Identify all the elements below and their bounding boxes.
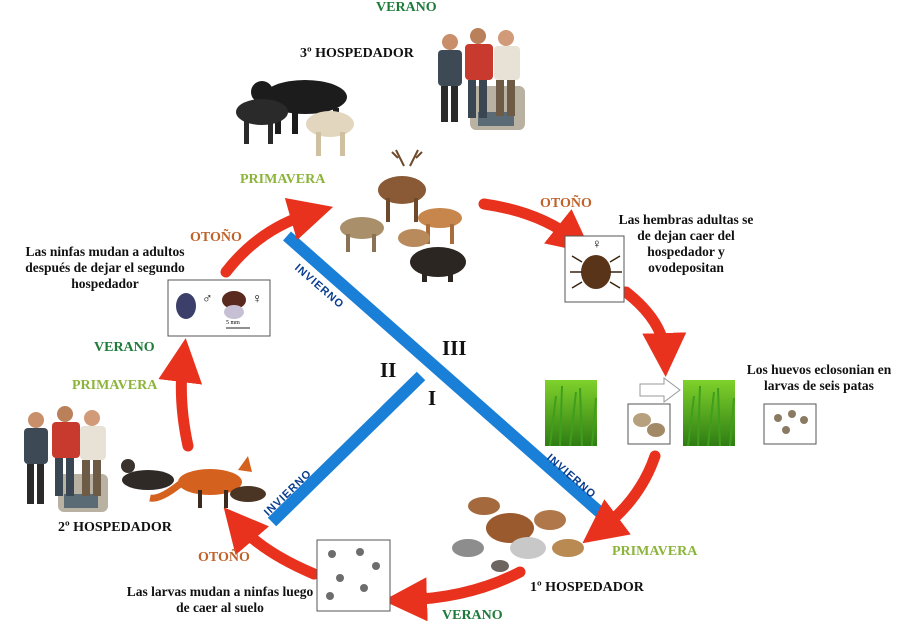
cross-bar-main	[283, 231, 608, 521]
arrow-left-up	[158, 338, 203, 452]
stage-numeral-i: I	[428, 386, 437, 410]
season-verano-top: VERANO	[376, 0, 437, 15]
season-verano-bottom: VERANO	[442, 608, 503, 623]
season-primavera-top: PRIMAVERA	[240, 172, 326, 187]
cross-bar-short	[267, 371, 426, 527]
arrow-bottom-left	[223, 507, 320, 580]
wild-animals-deer-boar	[340, 149, 466, 282]
note-nymphs-molt: Las ninfas mudan a adultos después de de…	[25, 244, 185, 291]
host-label-second: 2º HOSPEDADOR	[58, 520, 172, 535]
nymph-adults-frame	[167, 279, 271, 337]
note-larvae-molt: Las larvas mudan a ninfas luego de caer …	[126, 584, 314, 615]
male-symbol: ♂	[202, 292, 213, 307]
season-otono-top-left: OTOÑO	[190, 230, 242, 245]
arrow-otono-top-right	[478, 198, 593, 254]
note-females-drop: Las hembras adultas se de dejan caer del…	[618, 212, 754, 275]
female-tick-frame	[564, 235, 625, 303]
livestock-bull-sheep	[236, 80, 354, 156]
arrow-right-down	[620, 286, 687, 377]
arrow-right-lower	[582, 450, 661, 544]
hatch-arrow-outline	[639, 377, 681, 403]
note-eggs-hatch: Los huevos eclosonian en larvas de seis …	[746, 362, 892, 393]
female-symbol-adult: ♀	[592, 236, 602, 251]
people-group-left	[24, 406, 108, 512]
season-verano-left: VERANO	[94, 340, 155, 355]
season-primavera-right: PRIMAVERA	[612, 544, 698, 559]
people-group-top	[438, 28, 525, 130]
host-label-first: 1º HOSPEDADOR	[530, 580, 644, 595]
small-mammals-fox-ferret	[121, 456, 266, 508]
arrow-otono-top-left	[220, 197, 334, 278]
season-primavera-left: PRIMAVERA	[72, 378, 158, 393]
rodents-first-host	[452, 497, 584, 572]
stage-numeral-iii: III	[442, 336, 467, 360]
winter-cross	[267, 231, 608, 527]
season-otono-top-right: OTOÑO	[540, 196, 592, 211]
female-symbol: ♀	[252, 292, 263, 307]
cycle-arrows	[158, 197, 687, 622]
scale-label: 5 mm	[226, 320, 240, 326]
season-otono-bottom-left: OTOÑO	[198, 550, 250, 565]
larvae-molt-frame	[316, 539, 391, 612]
eggs-grass-panel	[545, 380, 817, 447]
stage-numeral-ii: II	[380, 358, 397, 382]
larvae-frame	[763, 403, 817, 445]
arrow-bottom	[383, 566, 526, 622]
host-label-third: 3º HOSPEDADOR	[300, 46, 414, 61]
